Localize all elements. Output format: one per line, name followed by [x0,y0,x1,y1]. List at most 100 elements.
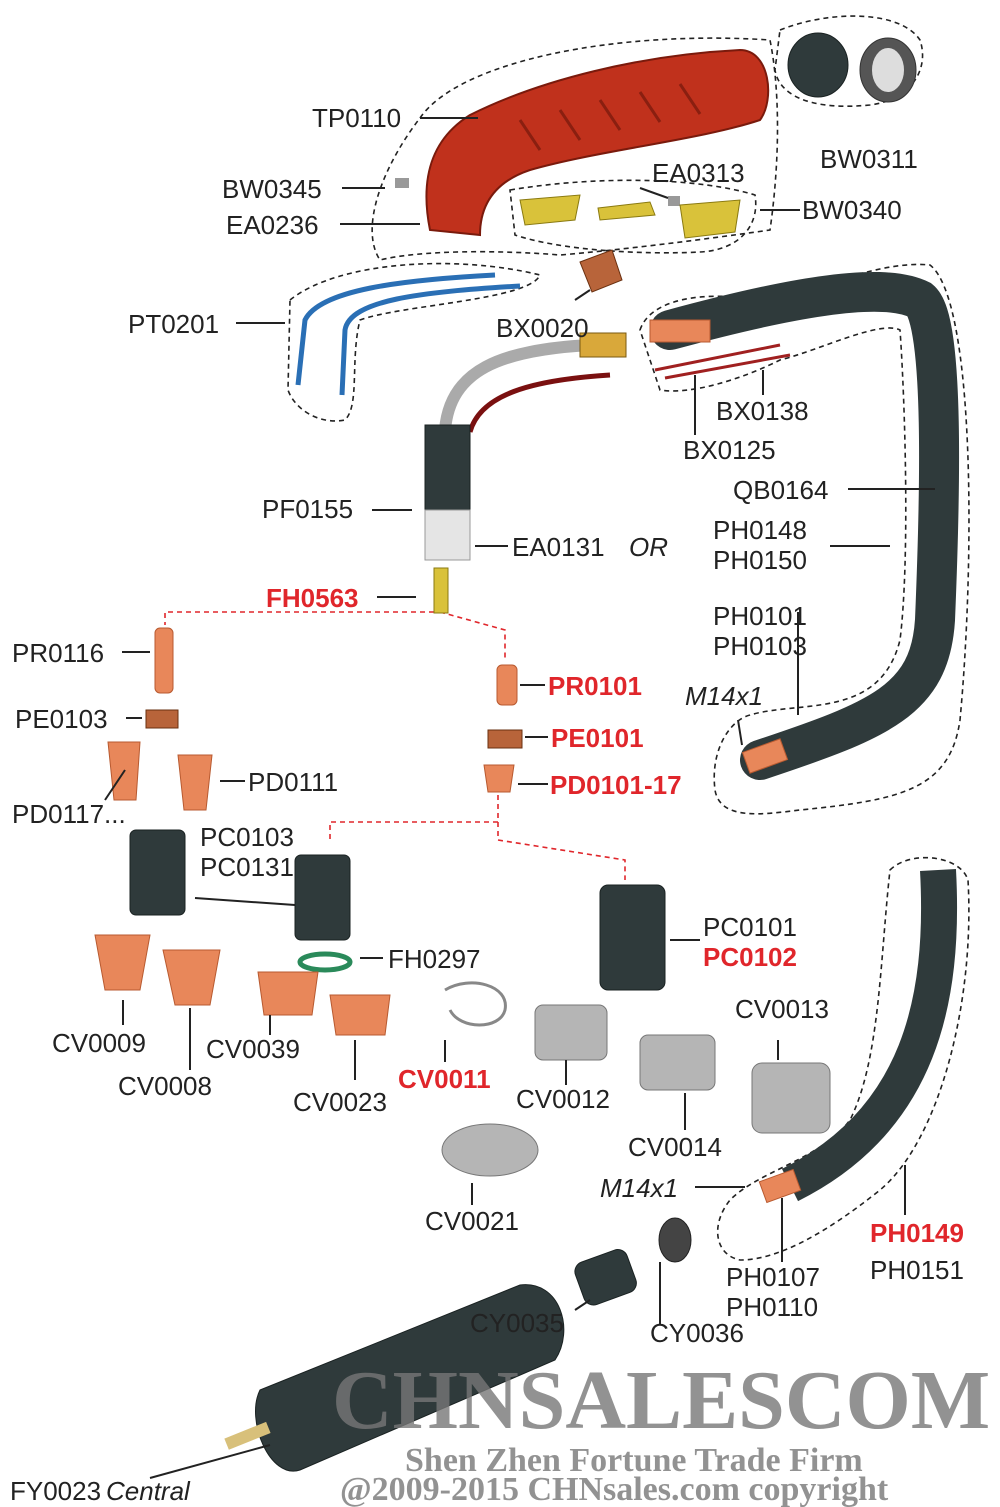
part-label-cv0011: CV0011 [398,1064,491,1094]
part-label-ph0149: PH0149 [870,1218,964,1248]
hose-qb0164 [650,271,960,780]
flow-line-right [439,611,506,660]
part-label-ph0101: PH0101 [713,601,807,631]
part-label-pd0117: PD0117... [12,799,126,829]
part-label-pc0101: PC0101 [703,912,797,942]
electrode-pr0101 [496,664,518,706]
leader-lines [104,117,935,1479]
nozzle-cv0009 [94,934,151,991]
shield-cup-pc0131 [294,854,351,941]
standoff-cv0014 [639,1034,716,1091]
part-label-m14x1-b: M14x1 [600,1173,678,1203]
connector-bx0020 [579,249,623,293]
part-label-bx0125: BX0125 [683,435,776,465]
flow-line-shield [329,795,626,880]
shield-cup-pc0103 [129,829,186,916]
tip-pd0101-17 [483,764,515,793]
part-label-cv0021: CV0021 [425,1206,519,1236]
nut-bw0311 [787,32,849,98]
part-label-pr0101: PR0101 [548,671,642,701]
part-label-cv0009: CV0009 [52,1028,146,1058]
part-label-cv0023: CV0023 [293,1087,387,1117]
part-label-bx0020: BX0020 [496,313,589,343]
part-label-pd0101-17: PD0101-17 [550,770,682,800]
part-label-ph0148: PH0148 [713,515,807,545]
part-label-ph0151: PH0151 [870,1255,964,1285]
watermark-copyright: @2009-2015 CHNsales.com copyright [340,1471,889,1507]
screw-ea0313 [668,196,680,206]
part-label-cv0013: CV0013 [735,994,829,1024]
guide-cv0021 [441,1123,539,1177]
nozzle-cv0039 [257,971,319,1016]
part-label-cy0036: CY0036 [650,1318,744,1348]
sleeve-ea0131 [424,509,471,561]
connector-pin [224,1421,271,1450]
torch-handle [425,48,770,237]
part-label-fy0023-central: Central [106,1476,191,1506]
part-label-pe0103: PE0103 [15,704,108,734]
screw-bw0345 [395,178,409,188]
part-label-pe0101: PE0101 [551,723,644,753]
tip-pd0111 [177,754,213,811]
part-label-cv0014: CV0014 [628,1132,722,1162]
part-label-ea0313: EA0313 [652,158,745,188]
part-label-pt0201: PT0201 [128,309,219,339]
switch-part-3 [679,199,741,239]
fitting-brass [579,332,627,358]
part-label-ph0110: PH0110 [726,1292,818,1322]
electrode-pr0116 [154,627,174,694]
part-label-cv0039: CV0039 [206,1034,300,1064]
hose-ph0149 [781,869,958,1202]
part-label-fh0563: FH0563 [266,583,359,613]
wire-pt0201 [295,272,521,396]
hose-fitting-top [649,319,711,343]
part-label-m14x1-a: M14x1 [685,681,763,711]
standoff-cv0013 [751,1062,831,1134]
torch-lead-red-wire [467,372,611,433]
nozzle-cv0023 [329,994,391,1036]
part-label-pf0155: PF0155 [262,494,353,524]
o-ring-fh0297 [297,951,353,973]
ring-cy0036 [658,1217,692,1263]
part-label-bw0311: BW0311 [820,144,918,174]
part-label-cv0012: CV0012 [516,1084,610,1114]
handle-grip-ridges [518,83,702,151]
part-label-ph0107: PH0107 [726,1262,820,1292]
part-label-bw0340: BW0340 [802,195,902,225]
torch-body-pf0155 [424,424,471,516]
part-label-ea0131-or: OR [629,532,668,562]
part-label-pc0103: PC0103 [200,822,294,852]
nut-cy0035 [574,1249,637,1306]
part-label-qb0164: QB0164 [733,475,828,505]
part-label-pd0111: PD0111 [248,767,338,797]
group-outline-handle [371,37,779,261]
torch-lead-hoses [439,339,591,431]
hose-fitting-ph0107 [758,1168,802,1204]
watermark-brand: CHNSALESCOM [332,1354,990,1447]
hose-fitting-bottom [741,738,789,774]
switch-part-2 [597,201,656,221]
part-label-pr0116: PR0116 [12,638,104,668]
spring-cv0011 [444,981,507,1027]
ring-bw0311-hole [872,48,904,92]
part-label-ea0131: EA0131 [512,532,605,562]
part-label-cy0035: CY0035 [470,1308,564,1338]
part-labels: TP0110BW0311BW0345EA0236EA0313BW0340PT02… [10,103,964,1506]
part-label-ea0236: EA0236 [226,210,319,240]
part-label-tp0110: TP0110 [312,103,401,133]
group-outline-pt0201 [287,262,542,422]
swirl-ring-pe0101 [487,729,523,749]
electrode-holder-fh0563 [433,567,449,614]
part-label-cv0008: CV0008 [118,1071,212,1101]
shield-cup-pc0101 [599,884,666,991]
wires-bx0138 [654,343,791,380]
swirl-ring-pe0103 [145,709,179,729]
part-label-fh0297: FH0297 [388,944,481,974]
part-label-ph0150: PH0150 [713,545,807,575]
part-label-pc0131: PC0131 [200,852,294,882]
part-label-bx0138: BX0138 [716,396,809,426]
part-label-ph0103: PH0103 [713,631,807,661]
standoff-cv0012 [534,1004,608,1061]
